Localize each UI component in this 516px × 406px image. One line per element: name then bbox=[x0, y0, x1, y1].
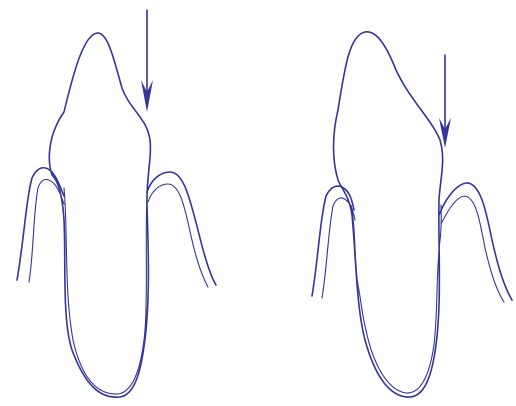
left-gingiva-right bbox=[147, 172, 216, 285]
left-force-arrow bbox=[141, 10, 153, 112]
left-root-inner-contour bbox=[64, 188, 147, 394]
right-root-inner-contour bbox=[351, 205, 441, 393]
right-gingiva-left-inner bbox=[322, 198, 355, 298]
right-tooth-outline bbox=[334, 32, 443, 397]
left-tooth-figure bbox=[17, 10, 216, 397]
right-gingiva-right bbox=[439, 183, 512, 300]
left-gingiva-left-inner bbox=[29, 180, 64, 283]
left-tooth-outline bbox=[49, 33, 150, 397]
right-tooth-figure bbox=[312, 32, 512, 397]
right-force-arrow bbox=[439, 55, 451, 148]
right-gingiva-left bbox=[312, 186, 354, 296]
